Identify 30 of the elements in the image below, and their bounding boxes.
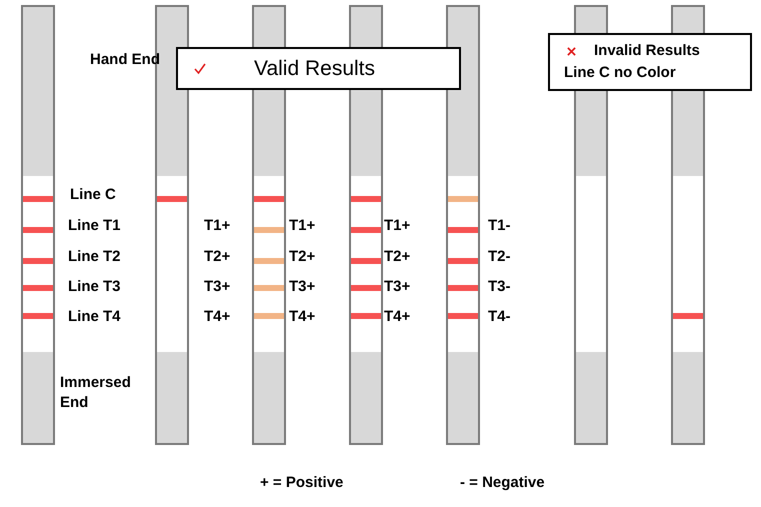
result-label: T1-	[488, 216, 510, 236]
line-label: Line T2	[68, 247, 121, 267]
result-label: T4+	[384, 307, 410, 327]
result-label: T4+	[289, 307, 316, 327]
result-label: T1+	[289, 216, 316, 236]
legend-box	[176, 47, 461, 90]
line-label: Line C	[70, 185, 116, 205]
result-label: T2+	[204, 247, 230, 267]
result-label: T3+	[384, 277, 410, 297]
zone-label: Hand End	[90, 50, 160, 70]
line-label: Line T1	[68, 216, 121, 236]
key-label: - = Negative	[460, 473, 545, 493]
result-label: T4-	[488, 307, 510, 327]
result-label: T3-	[488, 277, 510, 297]
result-label: T2-	[488, 247, 510, 267]
zone-label: Immersed End	[60, 373, 130, 413]
result-label: T1+	[204, 216, 230, 236]
result-label: T2+	[384, 247, 410, 267]
legend-title: Valid Results	[254, 58, 375, 79]
result-label: T3+	[204, 277, 230, 297]
line-label: Line T3	[68, 277, 121, 297]
result-label: T2+	[289, 247, 316, 267]
key-label: + = Positive	[260, 473, 344, 493]
line-label: Line T4	[68, 307, 121, 327]
legend-box	[548, 33, 752, 91]
legend-text: Line C no Color	[564, 64, 676, 82]
result-label: T3+	[289, 277, 316, 297]
result-label: T4+	[204, 307, 230, 327]
result-label: T1+	[384, 216, 410, 236]
legend-title: Invalid Results	[594, 42, 700, 60]
